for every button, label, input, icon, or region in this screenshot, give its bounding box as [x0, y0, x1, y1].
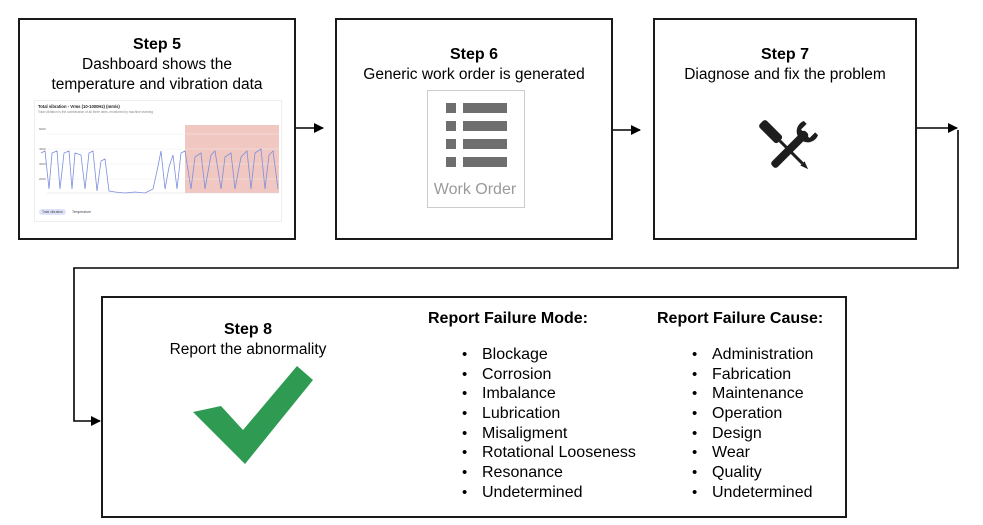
failure-mode-item: Undetermined [458, 483, 636, 503]
step6-title: Step 6 [449, 46, 498, 63]
legend-label-total-vibration: Total vibration [42, 210, 63, 214]
failure-cause-item: Wear [688, 443, 813, 463]
legend-temperature[interactable]: Temperature [69, 209, 94, 215]
step5-title: Step 5 [132, 36, 181, 53]
total-vibration-line [40, 148, 279, 194]
step7-desc: Diagnose and fix the problem [684, 66, 886, 83]
failure-mode-item: Blockage [458, 345, 636, 365]
step5-desc-line1: Dashboard shows the [82, 56, 232, 73]
svg-text:4000: 4000 [39, 147, 46, 151]
svg-text:6000: 6000 [39, 127, 46, 131]
failure-cause-item: Administration [688, 345, 813, 365]
legend-total-vibration[interactable]: Total vibration [39, 209, 66, 215]
checkmark-icon [193, 366, 313, 464]
arrow-step7-to-step8 [73, 130, 959, 426]
failure-cause-list: Administration Fabrication Maintenance O… [688, 345, 813, 503]
dashboard-thumbnail: Total vibration - Vrms (10-1000Hz) (mm/s… [34, 100, 282, 222]
failure-mode-item: Imbalance [458, 384, 636, 404]
failure-cause-item: Maintenance [688, 384, 813, 404]
failure-mode-item: Lubrication [458, 404, 636, 424]
step8-title: Step 8 [223, 321, 272, 338]
work-order-icon: Work Order [427, 90, 525, 208]
step8-box: Step 8 Report the abnormality Report Fai… [101, 296, 847, 518]
work-order-list-icon [446, 103, 507, 167]
wrench-screwdriver-icon [759, 120, 818, 170]
step7-title: Step 7 [760, 46, 809, 63]
failure-cause-item: Fabrication [688, 365, 813, 385]
failure-mode-heading: Report Failure Mode: [428, 310, 589, 327]
step8-desc: Report the abnormality [169, 341, 327, 358]
step5-box: Step 5 Dashboard shows the temperature a… [18, 18, 296, 240]
failure-cause-item: Undetermined [688, 483, 813, 503]
failure-cause-item: Design [688, 424, 813, 444]
legend-label-temperature: Temperature [72, 210, 92, 214]
failure-cause-heading: Report Failure Cause: [657, 310, 824, 327]
step7-box: Step 7 Diagnose and fix the problem [653, 18, 917, 240]
failure-mode-item: Resonance [458, 463, 636, 483]
failure-mode-item: Misaligment [458, 424, 636, 444]
vibration-chart: 6000 4000 3000 2000 [39, 125, 279, 194]
failure-mode-item: Rotational Looseness [458, 443, 636, 463]
failure-cause-item: Operation [688, 404, 813, 424]
work-order-label: Work Order [433, 181, 517, 198]
dashboard-chart-subtitle: Total vibration is the combination of al… [38, 110, 153, 114]
failure-cause-item: Quality [688, 463, 813, 483]
svg-text:3000: 3000 [39, 162, 46, 166]
failure-mode-list: Blockage Corrosion Imbalance Lubrication… [458, 345, 636, 503]
failure-mode-item: Corrosion [458, 365, 636, 385]
step6-desc: Generic work order is generated [363, 66, 585, 83]
step5-desc-line2: temperature and vibration data [51, 76, 263, 93]
svg-text:2000: 2000 [39, 177, 46, 181]
step6-box: Step 6 Generic work order is generated W… [335, 18, 613, 240]
dashboard-chart-title: Total vibration - Vrms (10-1000Hz) (mm/s… [38, 104, 120, 109]
